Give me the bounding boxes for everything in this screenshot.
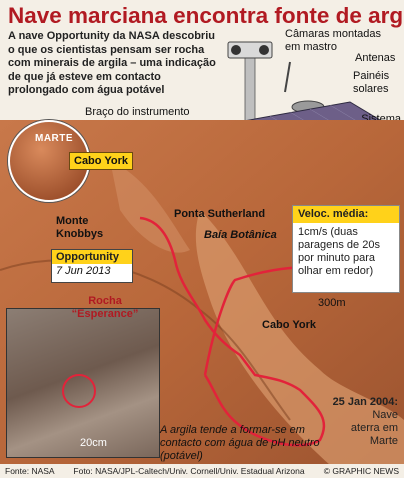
landing-text: Nave aterra em Marte <box>350 409 398 447</box>
opportunity-box: Opportunity 7 Jun 2013 <box>51 249 133 283</box>
intro-text: A nave Opportunity da NASA descobriu o q… <box>8 30 216 96</box>
argila-note: A argila tende a formar-se em contacto c… <box>160 424 320 462</box>
cabo-york-label: Cabo York <box>262 319 316 331</box>
footer-copyright: © GRAPHIC NEWS <box>323 466 399 476</box>
footer-source: Fonte: NASA <box>5 466 55 476</box>
speed-body: 1cm/s (duas paragens de 20s por minuto p… <box>298 226 380 277</box>
opportunity-date: 7 Jun 2013 <box>56 265 111 277</box>
monte-knobbys-label: Monte Knobbys <box>56 215 104 240</box>
speed-head: Veloc. média: <box>293 206 399 223</box>
cameras-label: Câmaras montadas em mastro <box>285 28 381 53</box>
globe-label: MARTE <box>35 133 74 144</box>
solar-label: Painéis solares <box>353 70 390 95</box>
rock-marker <box>62 374 96 408</box>
scale-300m-label: 300m <box>318 297 346 309</box>
page-title: Nave marciana encontra fonte de argila <box>8 3 404 28</box>
antennas-label: Antenas <box>355 52 396 64</box>
rocha-label: Rocha “Esperance” <box>71 295 139 320</box>
footer: Fonte: NASA Foto: NASA/JPL-Caltech/Univ.… <box>0 464 404 478</box>
footer-photo-credit: Foto: NASA/JPL-Caltech/Univ. Cornell/Uni… <box>73 466 305 476</box>
ponta-sutherland-label: Ponta Sutherland <box>174 208 266 220</box>
landing-date: 25 Jan 2004: <box>332 396 398 408</box>
cabo-york-callout: Cabo York <box>69 152 133 170</box>
arm-label: Braço do instrumento <box>85 106 190 118</box>
speed-box: Veloc. média: 1cm/s (duas paragens de 20… <box>292 205 400 293</box>
landing-block: 25 Jan 2004: Nave aterra em Marte <box>333 396 398 448</box>
opportunity-name: Opportunity <box>52 250 132 264</box>
scale-20cm-label: 20cm <box>80 437 107 449</box>
baia-botanica-label: Baía Botânica <box>204 229 277 241</box>
